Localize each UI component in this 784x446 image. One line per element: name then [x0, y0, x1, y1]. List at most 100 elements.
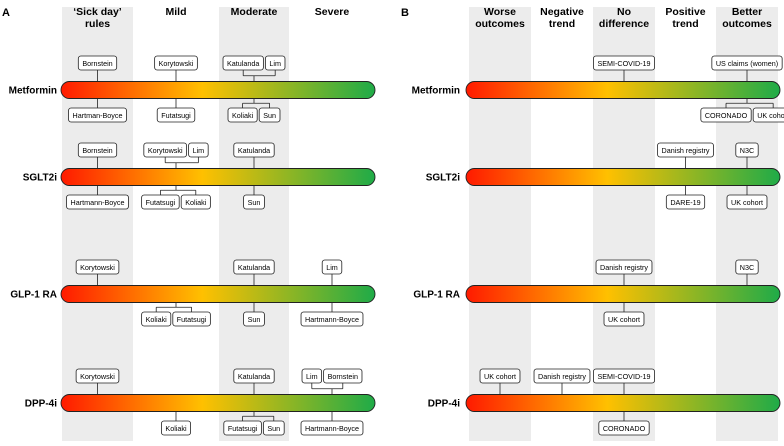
svg-text:Futatsugi: Futatsugi [177, 315, 207, 324]
svg-text:DARE-19: DARE-19 [670, 198, 700, 207]
column-header-no-difference: difference [599, 18, 649, 30]
svg-text:N3C: N3C [740, 263, 754, 272]
study-box-danish-registry: Danish registry [595, 259, 653, 275]
svg-text:Katulanda: Katulanda [238, 263, 270, 272]
svg-text:Koliaki: Koliaki [146, 315, 168, 324]
study-box-koliaki: Koliaki [180, 194, 211, 210]
drug-label: SGLT2i [426, 173, 460, 184]
study-box-lim: Lim [188, 142, 209, 158]
svg-text:SEMI-COVID-19: SEMI-COVID-19 [597, 372, 650, 381]
column-header-worse-outcomes: Worse [484, 6, 516, 18]
svg-text:Bornstein: Bornstein [328, 372, 358, 381]
column-header-severe: Severe [315, 6, 350, 18]
study-box-sun: Sun [258, 107, 281, 123]
column-header-sick-day-rules: rules [85, 18, 110, 30]
study-box-koliaki: Koliaki [141, 311, 172, 327]
svg-text:Sun: Sun [267, 424, 280, 433]
svg-text:Lim: Lim [193, 146, 205, 155]
study-box-us-claims-women: US claims (women) [711, 55, 783, 71]
study-box-sun: Sun [243, 194, 265, 210]
svg-text:Koliaki: Koliaki [185, 198, 207, 207]
study-box-danish-registry: Danish registry [533, 368, 591, 384]
svg-text:UK cohort: UK cohort [608, 315, 640, 324]
row-dpp-4i: DPP-4i UK cohort Danish registry SEMI-COVID… [428, 368, 781, 436]
svg-text:Bornstein: Bornstein [82, 59, 112, 68]
study-box-koliaki: Koliaki [161, 420, 191, 436]
drug-label: Metformin [412, 86, 460, 97]
svg-text:Korytowski: Korytowski [159, 59, 194, 68]
study-box-hartmann-boyce: Hartmann-Boyce [300, 420, 364, 436]
study-box-hartmann-boyce: Hartmann-Boyce [66, 194, 129, 210]
svg-text:Katulanda: Katulanda [238, 372, 270, 381]
svg-text:Hartmann-Boyce: Hartmann-Boyce [71, 198, 125, 207]
svg-text:CORONADO: CORONADO [705, 111, 748, 120]
panel-label: A [2, 7, 10, 19]
svg-text:N3C: N3C [740, 146, 754, 155]
svg-text:Sun: Sun [248, 198, 261, 207]
study-box-lim: Lim [321, 259, 343, 275]
row-glp-1-ra: GLP-1 RA Danish registry N3C UK cohort [413, 259, 781, 327]
study-box-korytowski: Korytowski [143, 142, 187, 158]
study-box-semi-covid-19: SEMI-COVID-19 [593, 55, 655, 71]
svg-text:Sun: Sun [248, 315, 261, 324]
svg-text:Hartman-Boyce: Hartman-Boyce [73, 111, 123, 120]
study-box-n3c: N3C [735, 259, 759, 275]
svg-text:Danish registry: Danish registry [538, 372, 586, 381]
column-header-no-difference: No [617, 6, 631, 18]
study-box-lim: Lim [301, 368, 323, 384]
svg-text:Hartmann-Boyce: Hartmann-Boyce [305, 424, 359, 433]
study-box-bornstein: Bornstein [77, 55, 118, 71]
study-box-hartmann-boyce: Hartmann-Boyce [300, 311, 364, 327]
column-header-moderate: Moderate [231, 6, 278, 18]
svg-text:Katulanda: Katulanda [227, 59, 259, 68]
study-box-danish-registry: Danish registry [657, 142, 714, 158]
severity-gradient-bar [465, 394, 781, 412]
svg-text:UK cohort: UK cohort [484, 372, 516, 381]
study-box-koliaki: Koliaki [227, 107, 258, 123]
column-header-better-outcomes: Better [732, 6, 762, 18]
svg-text:Koliaki: Koliaki [232, 111, 254, 120]
drug-label: DPP-4i [428, 399, 460, 410]
study-box-katulanda: Katulanda [233, 259, 275, 275]
svg-text:Danish registry: Danish registry [600, 263, 648, 272]
severity-gradient-bar [465, 81, 781, 99]
study-box-coronado: CORONADO [598, 420, 650, 436]
svg-text:Korytowski: Korytowski [148, 146, 183, 155]
study-box-n3c: N3C [735, 142, 759, 158]
drug-label: GLP-1 RA [10, 290, 57, 301]
drug-label: DPP-4i [25, 399, 57, 410]
study-box-korytowski: Korytowski [75, 259, 120, 275]
svg-text:UK cohort: UK cohort [757, 111, 784, 120]
study-box-futatsugi: Futatsugi [172, 311, 211, 327]
drug-label: GLP-1 RA [413, 290, 460, 301]
study-box-semi-covid-19: SEMI-COVID-19 [593, 368, 655, 384]
severity-gradient-bar [60, 168, 376, 186]
column-header-positive-trend: trend [672, 18, 698, 30]
svg-text:US claims (women): US claims (women) [716, 59, 778, 68]
study-box-futatsugi: Futatsugi [141, 194, 180, 210]
svg-text:Hartmann-Boyce: Hartmann-Boyce [305, 315, 359, 324]
svg-text:Katulanda: Katulanda [238, 146, 270, 155]
study-box-bornstein: Bornstein [323, 368, 363, 384]
study-box-sun: Sun [262, 420, 285, 436]
drug-label: Metformin [9, 86, 57, 97]
study-box-lim: Lim [264, 55, 286, 71]
column-header-positive-trend: Positive [665, 6, 705, 18]
severity-gradient-bar [465, 168, 781, 186]
svg-text:UK cohort: UK cohort [731, 198, 763, 207]
svg-text:Danish registry: Danish registry [662, 146, 710, 155]
study-box-katulanda: Katulanda [233, 368, 275, 384]
svg-text:Futatsugi: Futatsugi [228, 424, 258, 433]
svg-text:Korytowski: Korytowski [80, 263, 115, 272]
row-metformin: Metformin Bornstein Korytowski Katulanda Lim… [9, 55, 376, 123]
study-box-katulanda: Katulanda [222, 55, 264, 71]
study-box-coronado: CORONADO [700, 107, 752, 123]
severity-gradient-bar [60, 81, 376, 99]
svg-text:Futatsugi: Futatsugi [161, 111, 191, 120]
svg-text:Bornstein: Bornstein [82, 146, 112, 155]
column-header-sick-day-rules: ‘Sick day’ [73, 6, 122, 18]
